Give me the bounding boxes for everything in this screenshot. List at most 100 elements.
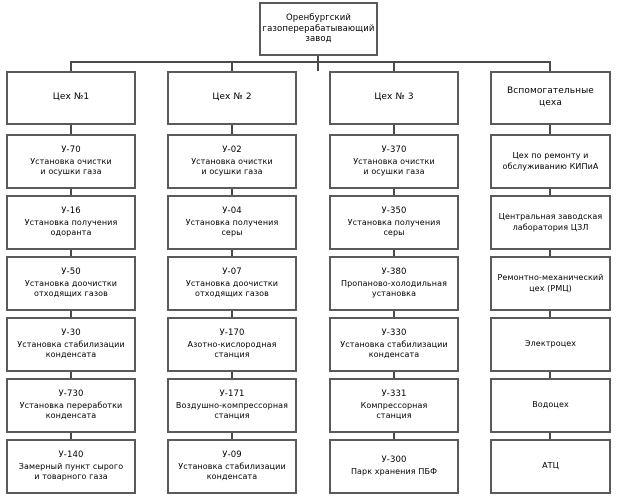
connector-root-stem <box>317 56 319 71</box>
department-3-line-0: Вспомогательные <box>507 86 594 97</box>
node-unit-c0-r1[interactable]: У-16 Установка получения одоранта <box>6 195 136 250</box>
unit-c0-r2-code: У-50 <box>61 267 81 278</box>
unit-c0-r5-line-0: Замерный пункт сырого <box>18 462 124 472</box>
node-unit-c2-r5[interactable]: У-300 Парк хранения ПБФ <box>329 439 459 494</box>
unit-c1-r5-code: У-09 <box>222 450 242 461</box>
node-unit-c3-r1[interactable]: Центральная заводская лаборатория ЦЗЛ <box>490 195 611 250</box>
department-3-line-1: цеха <box>539 98 562 108</box>
node-unit-c0-r5[interactable]: У-140 Замерный пункт сырого и товарного … <box>6 439 136 494</box>
unit-c2-r3-code: У-330 <box>381 328 407 339</box>
connector-col0-link-5 <box>70 433 72 439</box>
unit-c2-r5-code: У-300 <box>381 455 407 466</box>
unit-c0-r4-code: У-730 <box>58 389 84 400</box>
node-root-plant[interactable]: Оренбургский газоперерабатывающий завод <box>259 2 378 56</box>
unit-c1-r0-line-0: Установка очистки <box>191 157 273 167</box>
connector-col2-link-3 <box>393 311 395 317</box>
unit-c0-r0-line-1: и осушки газа <box>40 167 102 177</box>
node-unit-c3-r4[interactable]: Водоцех <box>490 378 611 433</box>
unit-c3-r4-line-0: Водоцех <box>532 400 569 410</box>
node-unit-c1-r0[interactable]: У-02 Установка очистки и осушки газа <box>167 134 297 189</box>
unit-c2-r1-line-1: серы <box>383 228 405 238</box>
unit-c0-r0-line-0: Установка очистки <box>30 157 112 167</box>
unit-c3-r1-line-0: Центральная заводская <box>498 212 603 222</box>
connector-col1-link-5 <box>231 433 233 439</box>
root-line-2: завод <box>305 34 332 45</box>
connector-bus-drop-2 <box>393 61 395 71</box>
unit-c2-r0-code: У-370 <box>381 145 407 156</box>
unit-c1-r5-line-1: конденсата <box>206 472 258 482</box>
connector-col1-link-0 <box>231 125 233 134</box>
unit-c0-r3-line-0: Установка стабилизации <box>17 340 125 350</box>
unit-c1-r2-line-1: отходящих газов <box>194 289 269 299</box>
unit-c3-r5-line-0: АТЦ <box>542 461 559 471</box>
connector-col3-link-2 <box>549 250 551 256</box>
connector-bus-drop-3 <box>549 61 551 71</box>
node-unit-c2-r3[interactable]: У-330 Установка стабилизации конденсата <box>329 317 459 372</box>
unit-c3-r2-line-1: цех (РМЦ) <box>529 283 572 293</box>
unit-c2-r1-code: У-350 <box>381 206 407 217</box>
department-1-line-0: Цех № 2 <box>212 92 252 103</box>
node-unit-c1-r1[interactable]: У-04 Установка получения серы <box>167 195 297 250</box>
unit-c1-r3-line-1: станция <box>214 350 250 360</box>
unit-c0-r1-code: У-16 <box>61 206 81 217</box>
node-unit-c2-r0[interactable]: У-370 Установка очистки и осушки газа <box>329 134 459 189</box>
unit-c0-r1-line-1: одоранта <box>50 228 92 238</box>
connector-col1-link-3 <box>231 311 233 317</box>
connector-horizontal-bus <box>70 61 551 63</box>
unit-c2-r0-line-0: Установка очистки <box>353 157 435 167</box>
connector-col1-link-2 <box>231 250 233 256</box>
connector-col2-link-2 <box>393 250 395 256</box>
connector-col1-link-1 <box>231 189 233 195</box>
unit-c3-r2-line-0: Ремонтно-механический <box>497 273 604 283</box>
connector-col3-link-3 <box>549 311 551 317</box>
connector-col0-link-4 <box>70 372 72 378</box>
node-unit-c1-r4[interactable]: У-171 Воздушно-компрессорная станция <box>167 378 297 433</box>
unit-c2-r4-line-1: станция <box>376 411 412 421</box>
connector-col0-link-1 <box>70 189 72 195</box>
node-department-1[interactable]: Цех № 2 <box>167 71 297 125</box>
node-unit-c2-r1[interactable]: У-350 Установка получения серы <box>329 195 459 250</box>
unit-c1-r0-line-1: и осушки газа <box>201 167 263 177</box>
connector-col2-link-5 <box>393 433 395 439</box>
unit-c3-r1-line-1: лаборатория ЦЗЛ <box>512 222 589 232</box>
unit-c0-r4-line-1: конденсата <box>45 411 97 421</box>
unit-c2-r4-code: У-331 <box>381 389 407 400</box>
unit-c1-r2-line-0: Установка доочистки <box>185 279 279 289</box>
node-unit-c3-r2[interactable]: Ремонтно-механический цех (РМЦ) <box>490 256 611 311</box>
unit-c0-r5-line-1: и товарного газа <box>34 472 108 482</box>
node-department-0[interactable]: Цех №1 <box>6 71 136 125</box>
node-unit-c0-r4[interactable]: У-730 Установка переработки конденсата <box>6 378 136 433</box>
node-unit-c2-r4[interactable]: У-331 Компрессорная станция <box>329 378 459 433</box>
unit-c3-r3-line-0: Электроцех <box>524 339 577 349</box>
unit-c2-r1-line-0: Установка получения <box>347 218 441 228</box>
root-line-0: Оренбургский <box>285 12 352 23</box>
connector-col3-link-1 <box>549 189 551 195</box>
department-0-line-0: Цех №1 <box>52 92 90 103</box>
unit-c1-r5-line-0: Установка стабилизации <box>178 462 286 472</box>
node-unit-c3-r0[interactable]: Цех по ремонту и обслуживанию КИПиА <box>490 134 611 189</box>
node-unit-c3-r5[interactable]: АТЦ <box>490 439 611 494</box>
connector-col1-link-4 <box>231 372 233 378</box>
unit-c0-r5-code: У-140 <box>58 450 84 461</box>
node-unit-c0-r3[interactable]: У-30 Установка стабилизации конденсата <box>6 317 136 372</box>
connector-col2-link-1 <box>393 189 395 195</box>
node-unit-c0-r2[interactable]: У-50 Установка доочистки отходящих газов <box>6 256 136 311</box>
node-unit-c2-r2[interactable]: У-380 Пропаново-холодильная установка <box>329 256 459 311</box>
unit-c2-r2-line-1: установка <box>371 289 417 299</box>
node-unit-c0-r0[interactable]: У-70 Установка очистки и осушки газа <box>6 134 136 189</box>
node-unit-c1-r3[interactable]: У-170 Азотно-кислородная станция <box>167 317 297 372</box>
unit-c0-r1-line-0: Установка получения <box>24 218 118 228</box>
node-unit-c1-r2[interactable]: У-07 Установка доочистки отходящих газов <box>167 256 297 311</box>
unit-c1-r3-code: У-170 <box>219 328 245 339</box>
unit-c1-r1-line-1: серы <box>221 228 243 238</box>
connector-col0-link-2 <box>70 250 72 256</box>
root-line-1: газоперерабатывающий <box>262 23 375 34</box>
unit-c1-r3-line-0: Азотно-кислородная <box>187 340 277 350</box>
unit-c1-r4-line-0: Воздушно-компрессорная <box>175 401 289 411</box>
unit-c3-r0-line-1: обслуживанию КИПиА <box>502 161 599 171</box>
node-unit-c3-r3[interactable]: Электроцех <box>490 317 611 372</box>
node-department-2[interactable]: Цех № 3 <box>329 71 459 125</box>
node-unit-c1-r5[interactable]: У-09 Установка стабилизации конденсата <box>167 439 297 494</box>
node-department-3[interactable]: Вспомогательные цеха <box>490 71 611 125</box>
connector-col2-link-0 <box>393 125 395 134</box>
